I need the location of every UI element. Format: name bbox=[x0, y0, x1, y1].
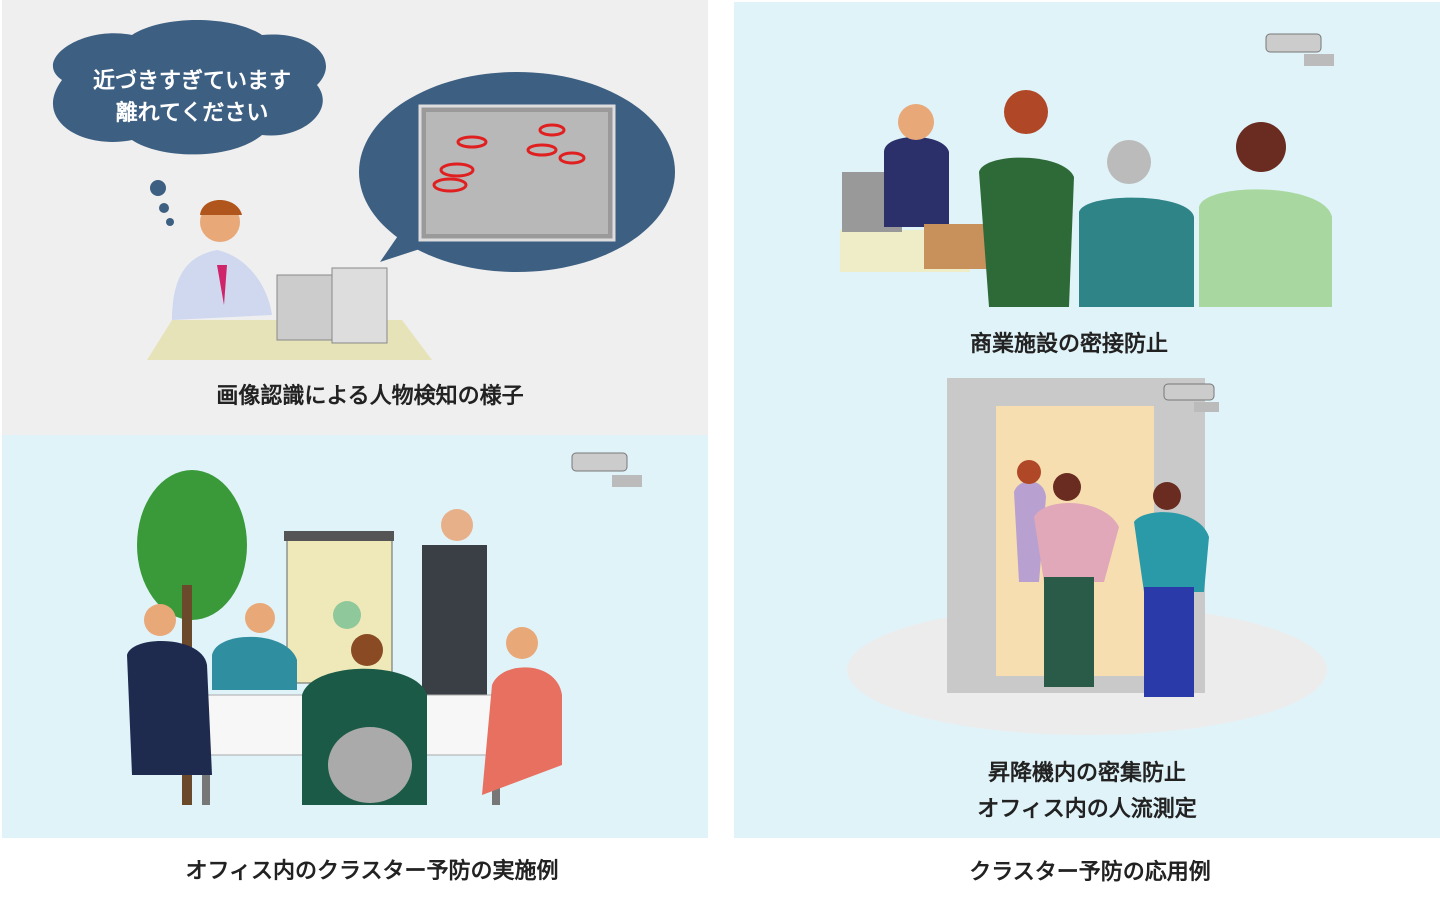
application-panel: 商業施設の密接防止 昇降機内の密集防止 オフィス内の人流測定 クラスター予防の応… bbox=[734, 2, 1440, 885]
detection-caption: 画像認識による人物検知の様子 bbox=[216, 384, 524, 409]
office-meeting-illustration bbox=[127, 452, 642, 805]
elevator-caption: 昇降機内の密集防止 オフィス内の人流測定 bbox=[734, 756, 1440, 828]
warning-line-1: 近づきすぎています bbox=[92, 69, 291, 94]
operator-illustration bbox=[52, 20, 675, 360]
application-illustrations bbox=[840, 33, 1334, 735]
elevator-caption-line-1: 昇降機内の密集防止 bbox=[987, 761, 1186, 786]
detection-panel: 近づきすぎています 離れてください 画像認識による人物検知の様子 bbox=[2, 0, 708, 435]
camera-icon bbox=[1163, 383, 1219, 412]
thought-bubble bbox=[52, 20, 326, 155]
camera-icon bbox=[1265, 33, 1334, 66]
retail-caption: 商業施設の密接防止 bbox=[969, 332, 1168, 357]
warning-message: 近づきすぎています 離れてください bbox=[62, 66, 322, 130]
office-caption: オフィス内のクラスター予防の実施例 bbox=[185, 859, 559, 884]
presenter bbox=[422, 545, 487, 695]
warning-line-2: 離れてください bbox=[115, 101, 269, 126]
office-panel: オフィス内のクラスター予防の実施例 bbox=[2, 435, 708, 884]
elevator-caption-line-2: オフィス内の人流測定 bbox=[977, 797, 1197, 822]
camera-icon bbox=[571, 452, 642, 487]
application-caption: クラスター予防の応用例 bbox=[969, 860, 1211, 885]
